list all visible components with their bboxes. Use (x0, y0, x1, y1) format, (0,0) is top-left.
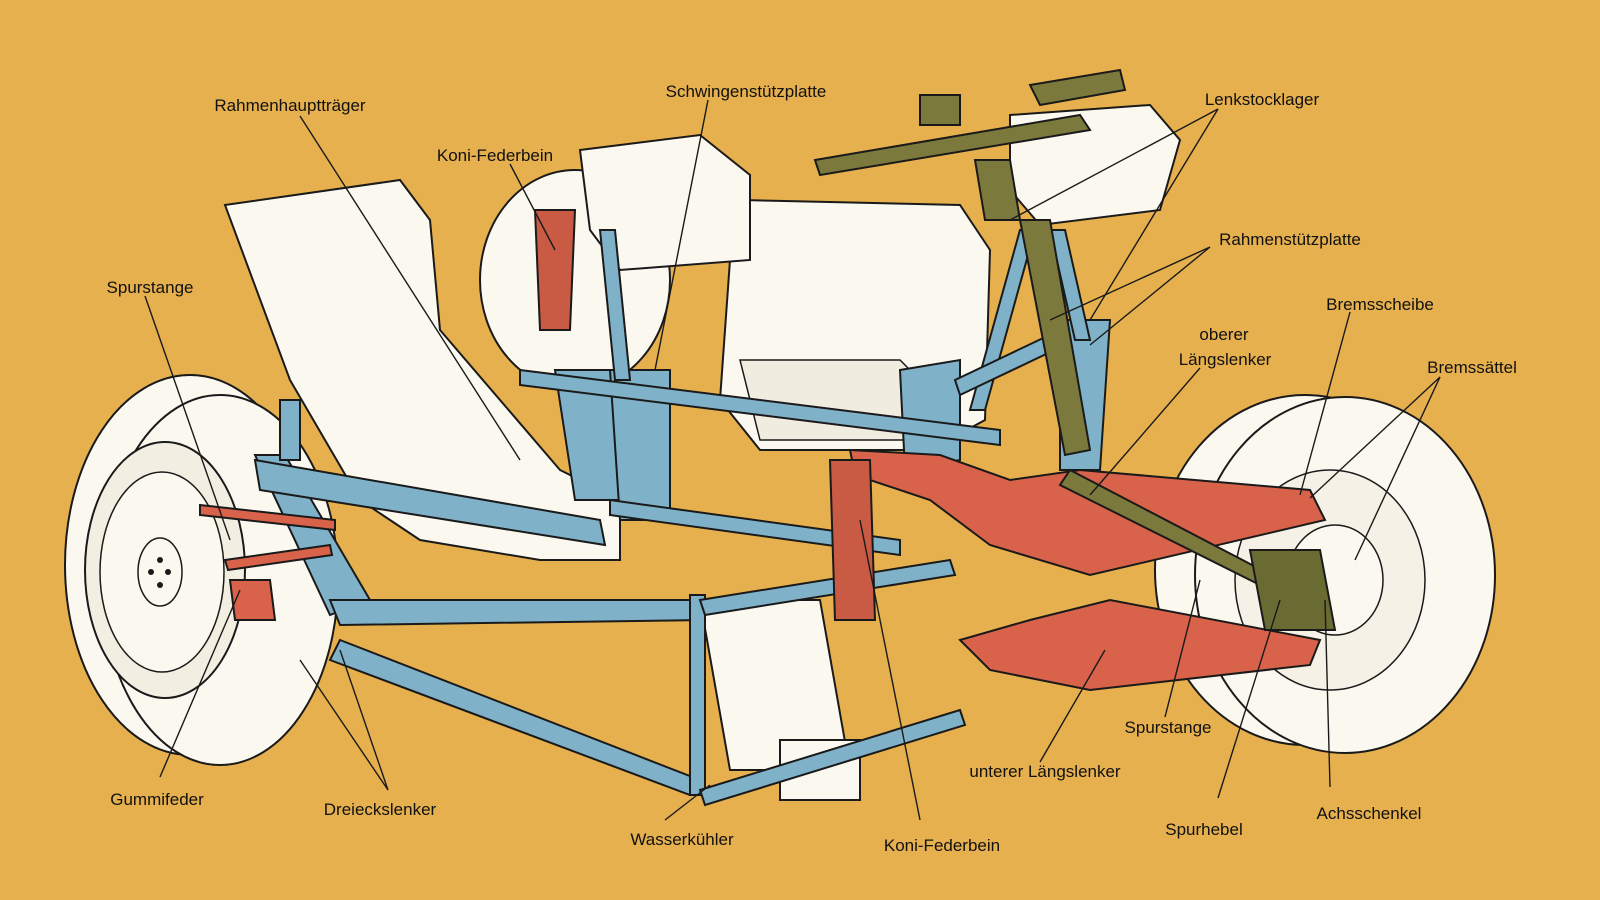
label-schwingenstuetzplatte: Schwingenstützplatte (665, 82, 827, 101)
label-gummifeder: Gummifeder (110, 790, 204, 809)
label-wasserkuehler: Wasserkühler (630, 830, 734, 849)
label-dreieckslenker: Dreieckslenker (323, 800, 437, 819)
label-koni-federbein-bottom: Koni-Federbein (883, 836, 1001, 855)
label-bremsscheibe: Bremsscheibe (1326, 295, 1434, 314)
label-achsschenkel: Achsschenkel (1316, 804, 1422, 823)
label-oberer-laengslenker-2: Längslenker (1178, 350, 1272, 369)
label-lenkstocklager: Lenkstocklager (1204, 90, 1320, 109)
label-spurstange-left: Spurstange (106, 278, 194, 297)
label-unterer-laengslenker: unterer Längslenker (969, 762, 1121, 781)
label-oberer-laengslenker-1: oberer (1199, 325, 1249, 344)
label-bremssaettel: Bremssättel (1427, 358, 1517, 377)
label-rahmenstuetzplatte: Rahmenstützplatte (1219, 230, 1361, 249)
label-koni-federbein-top: Koni-Federbein (436, 146, 554, 165)
label-spurstange-right: Spurstange (1124, 718, 1212, 737)
label-spurhebel: Spurhebel (1165, 820, 1243, 839)
label-rahmenhaupttraeger: Rahmenhauptträger (214, 96, 366, 115)
rear-seat (578, 133, 751, 272)
leader-lines (144, 99, 1441, 821)
steering-assembly (813, 68, 1337, 631)
tubular-frame (253, 229, 1112, 807)
